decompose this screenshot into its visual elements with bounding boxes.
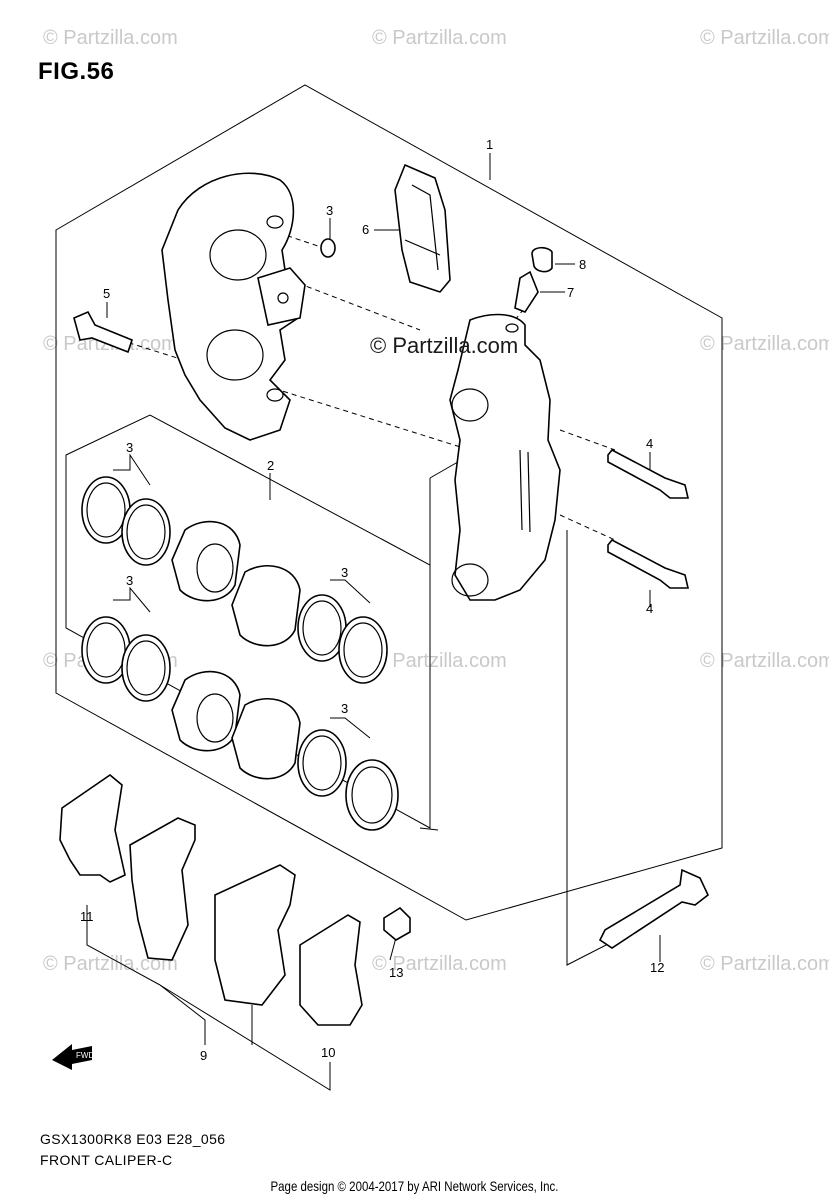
callout: 7 xyxy=(567,285,574,300)
pad-spring xyxy=(394,163,451,293)
bolt xyxy=(73,310,133,354)
callout: 4 xyxy=(646,436,653,451)
bolt xyxy=(607,538,690,589)
watermark: © Partzilla.com xyxy=(372,27,507,49)
fwd-label: FWD xyxy=(76,1051,94,1060)
bolt xyxy=(607,448,690,499)
callout: 1 xyxy=(486,137,493,152)
caliper-half-right xyxy=(449,313,561,601)
assembly-frame xyxy=(55,84,723,921)
bolt xyxy=(598,868,709,949)
callout: 10 xyxy=(321,1045,335,1060)
page-footer: Page design © 2004-2017 by ARI Network S… xyxy=(270,1178,559,1194)
fwd-arrow: FWD xyxy=(52,1044,94,1070)
callout: 4 xyxy=(646,601,653,616)
callout: 3 xyxy=(341,565,348,580)
callout: 9 xyxy=(200,1048,207,1063)
figure-title: FIG.56 xyxy=(38,58,115,85)
callout: 3 xyxy=(326,203,333,218)
watermark: © Partzilla.com xyxy=(700,27,829,49)
bleeder-valve xyxy=(514,270,539,313)
watermark: © Partzilla.com xyxy=(372,650,507,672)
callout: 2 xyxy=(267,458,274,473)
watermark: © Partzilla.com xyxy=(700,650,829,672)
callout: 5 xyxy=(103,286,110,301)
watermark: © Partzilla.com xyxy=(43,27,178,49)
pistons xyxy=(171,520,301,780)
watermark: © Partzilla.com xyxy=(700,953,829,975)
callout: 13 xyxy=(389,965,403,980)
washer xyxy=(320,238,336,258)
figure-subtitle: FRONT CALIPER-C xyxy=(40,1152,173,1168)
bushing xyxy=(383,906,411,941)
watermark-center: © Partzilla.com xyxy=(370,333,519,358)
pad-shim xyxy=(299,914,363,1026)
callout: 12 xyxy=(650,960,664,975)
watermark: © Partzilla.com xyxy=(700,333,829,355)
watermark: © Partzilla.com xyxy=(43,953,178,975)
watermark: © Partzilla.com xyxy=(372,953,507,975)
callout: 3 xyxy=(341,701,348,716)
caliper-half-left xyxy=(161,172,306,441)
pad-shim xyxy=(59,773,126,883)
callout: 6 xyxy=(362,222,369,237)
callout: 3 xyxy=(126,573,133,588)
callout: 8 xyxy=(579,257,586,272)
bleeder-cap xyxy=(531,246,553,273)
figure-code: GSX1300RK8 E03 E28_056 xyxy=(40,1131,226,1147)
brake-pad xyxy=(129,817,196,961)
brake-pad xyxy=(214,864,296,1006)
callout: 11 xyxy=(80,909,94,924)
callout: 3 xyxy=(126,440,133,455)
seal-rings xyxy=(81,476,399,831)
